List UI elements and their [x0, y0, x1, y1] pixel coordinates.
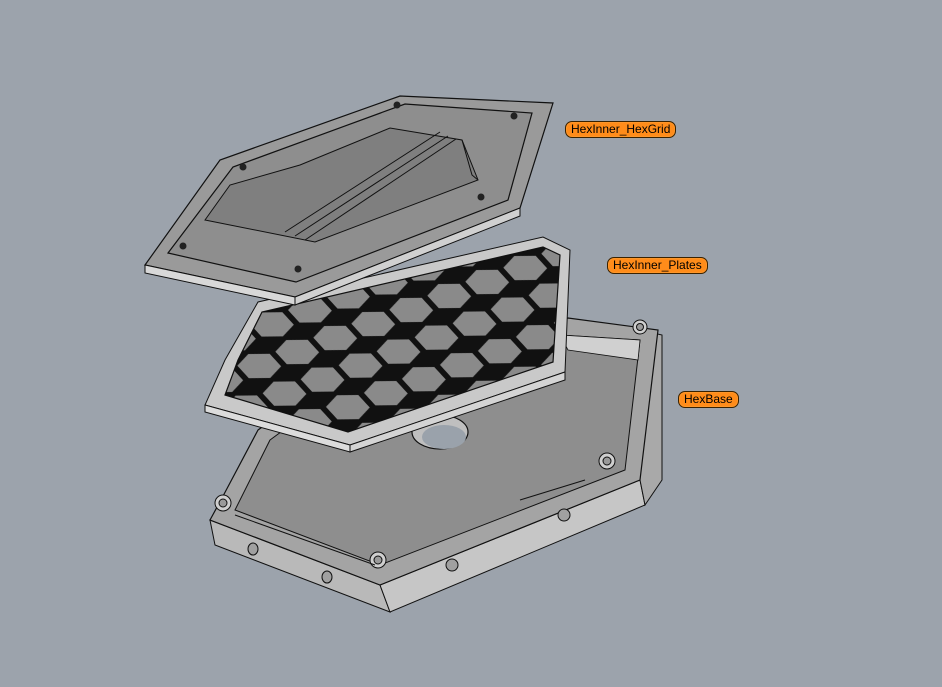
- screw-hole-icon: [179, 101, 518, 273]
- part-label-hexbase[interactable]: HexBase: [678, 391, 739, 408]
- part-label-hexinner-hexgrid[interactable]: HexInner_HexGrid: [565, 121, 677, 138]
- part-hexinner-hexgrid[interactable]: [143, 95, 554, 306]
- part-hexbase[interactable]: [209, 317, 663, 613]
- part-hexinner-plates[interactable]: [204, 236, 571, 453]
- screw-boss-icon: [214, 319, 648, 569]
- part-label-hexinner-plates[interactable]: HexInner_Plates: [607, 257, 708, 274]
